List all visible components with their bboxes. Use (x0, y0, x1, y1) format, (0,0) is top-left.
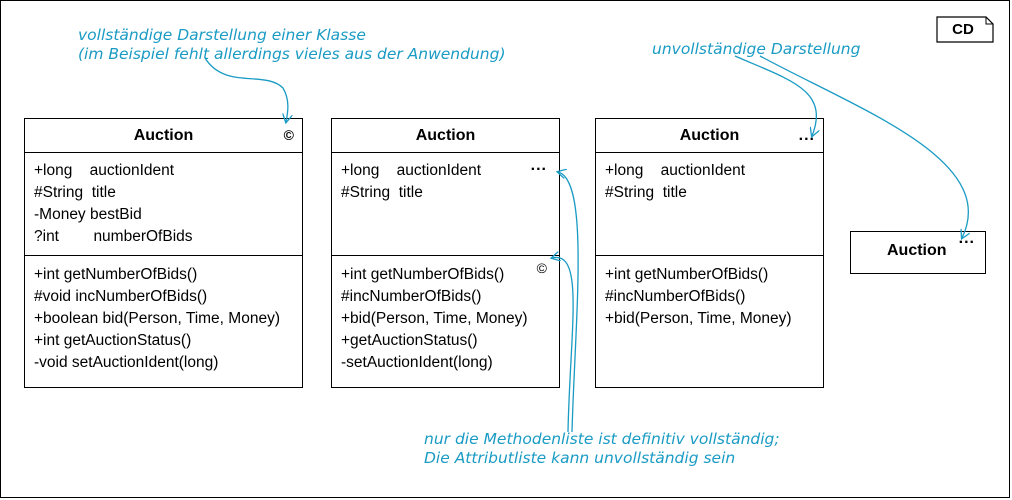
class-box-incomplete: Auction ... +long auctionIdent #String t… (595, 118, 824, 388)
attribute: #String title (34, 184, 116, 201)
class-name: Auction (415, 127, 476, 144)
operation-compartment: +int getNumberOfBids() #incNumberOfBids(… (596, 256, 823, 330)
class-box-full: Auction © +long auctionIdent #String tit… (24, 118, 303, 388)
class-name-compartment: Auction © (25, 119, 302, 153)
arrow-to-copyright-marker (204, 57, 288, 122)
ellipsis-marker-icon: ... (530, 157, 547, 174)
class-name-compartment: Auction (332, 119, 559, 153)
copyright-marker-icon: © (283, 127, 294, 143)
operation: -void setAuctionIdent(long) (34, 354, 219, 371)
class-name: Auction (887, 242, 947, 259)
arrow-to-minimal-class (759, 55, 968, 238)
attribute-compartment: ... +long auctionIdent #String title (332, 153, 559, 256)
operation: +int getNumberOfBids() (34, 266, 198, 283)
operation: +bid(Person, Time, Money) (605, 310, 792, 327)
attribute: -Money bestBid (34, 206, 142, 223)
operation: -setAuctionIdent(long) (341, 354, 493, 371)
attribute: +long auctionIdent (341, 162, 482, 179)
operation: +bid(Person, Time, Money) (341, 310, 528, 327)
class-name: Auction (679, 127, 740, 144)
attribute-compartment: +long auctionIdent #String title (596, 153, 823, 256)
annotation-methods-line-1: nur die Methodenliste ist definitiv voll… (424, 430, 780, 448)
operation: #incNumberOfBids() (605, 288, 746, 305)
operation: #void incNumberOfBids() (34, 288, 208, 305)
copyright-marker-icon: © (536, 260, 547, 276)
arrow-to-class3-ellipsis (734, 55, 816, 136)
attribute-compartment: +long auctionIdent #String title -Money … (25, 153, 302, 256)
operation: +int getNumberOfBids() (605, 266, 769, 283)
diagram-tag-label: CD (952, 21, 974, 38)
attribute: +long auctionIdent (34, 162, 175, 179)
annotation-full-line-2: (im Beispiel fehlt allerdings vieles aus… (78, 45, 506, 63)
operation-compartment: +int getNumberOfBids() #void incNumberOf… (25, 256, 302, 374)
operation-compartment: © +int getNumberOfBids() #incNumberOfBid… (332, 256, 559, 374)
annotation-incomplete: unvollständige Darstellung (652, 40, 861, 58)
class-name-compartment: Auction ... (596, 119, 823, 153)
note-shape-icon (936, 16, 994, 43)
annotation-full-line-1: vollständige Darstellung einer Klasse (78, 26, 366, 44)
annotation-methods-line-2: Die Attributliste kann unvollständig sei… (424, 449, 736, 467)
attribute: +long auctionIdent (605, 162, 746, 179)
annotation-full-class: vollständige Darstellung einer Klasse(im… (78, 26, 506, 64)
diagram-type-tag: CD (936, 16, 994, 43)
annotation-method-list: nur die Methodenliste ist definitiv voll… (424, 430, 780, 468)
attribute: ?int numberOfBids (34, 228, 193, 245)
arrow-to-ops-copyright (552, 257, 574, 433)
class-name: Auction (133, 127, 194, 144)
operation: +boolean bid(Person, Time, Money) (34, 310, 280, 327)
attribute: #String title (341, 184, 423, 201)
operation: +getAuctionStatus() (341, 332, 478, 349)
attribute: #String title (605, 184, 687, 201)
operation: +int getNumberOfBids() (341, 266, 505, 283)
class-box-methods-complete: Auction ... +long auctionIdent #String t… (331, 118, 560, 388)
operation: #incNumberOfBids() (341, 288, 482, 305)
operation: +int getAuctionStatus() (34, 332, 192, 349)
arrow-to-attr-ellipsis (558, 172, 579, 433)
